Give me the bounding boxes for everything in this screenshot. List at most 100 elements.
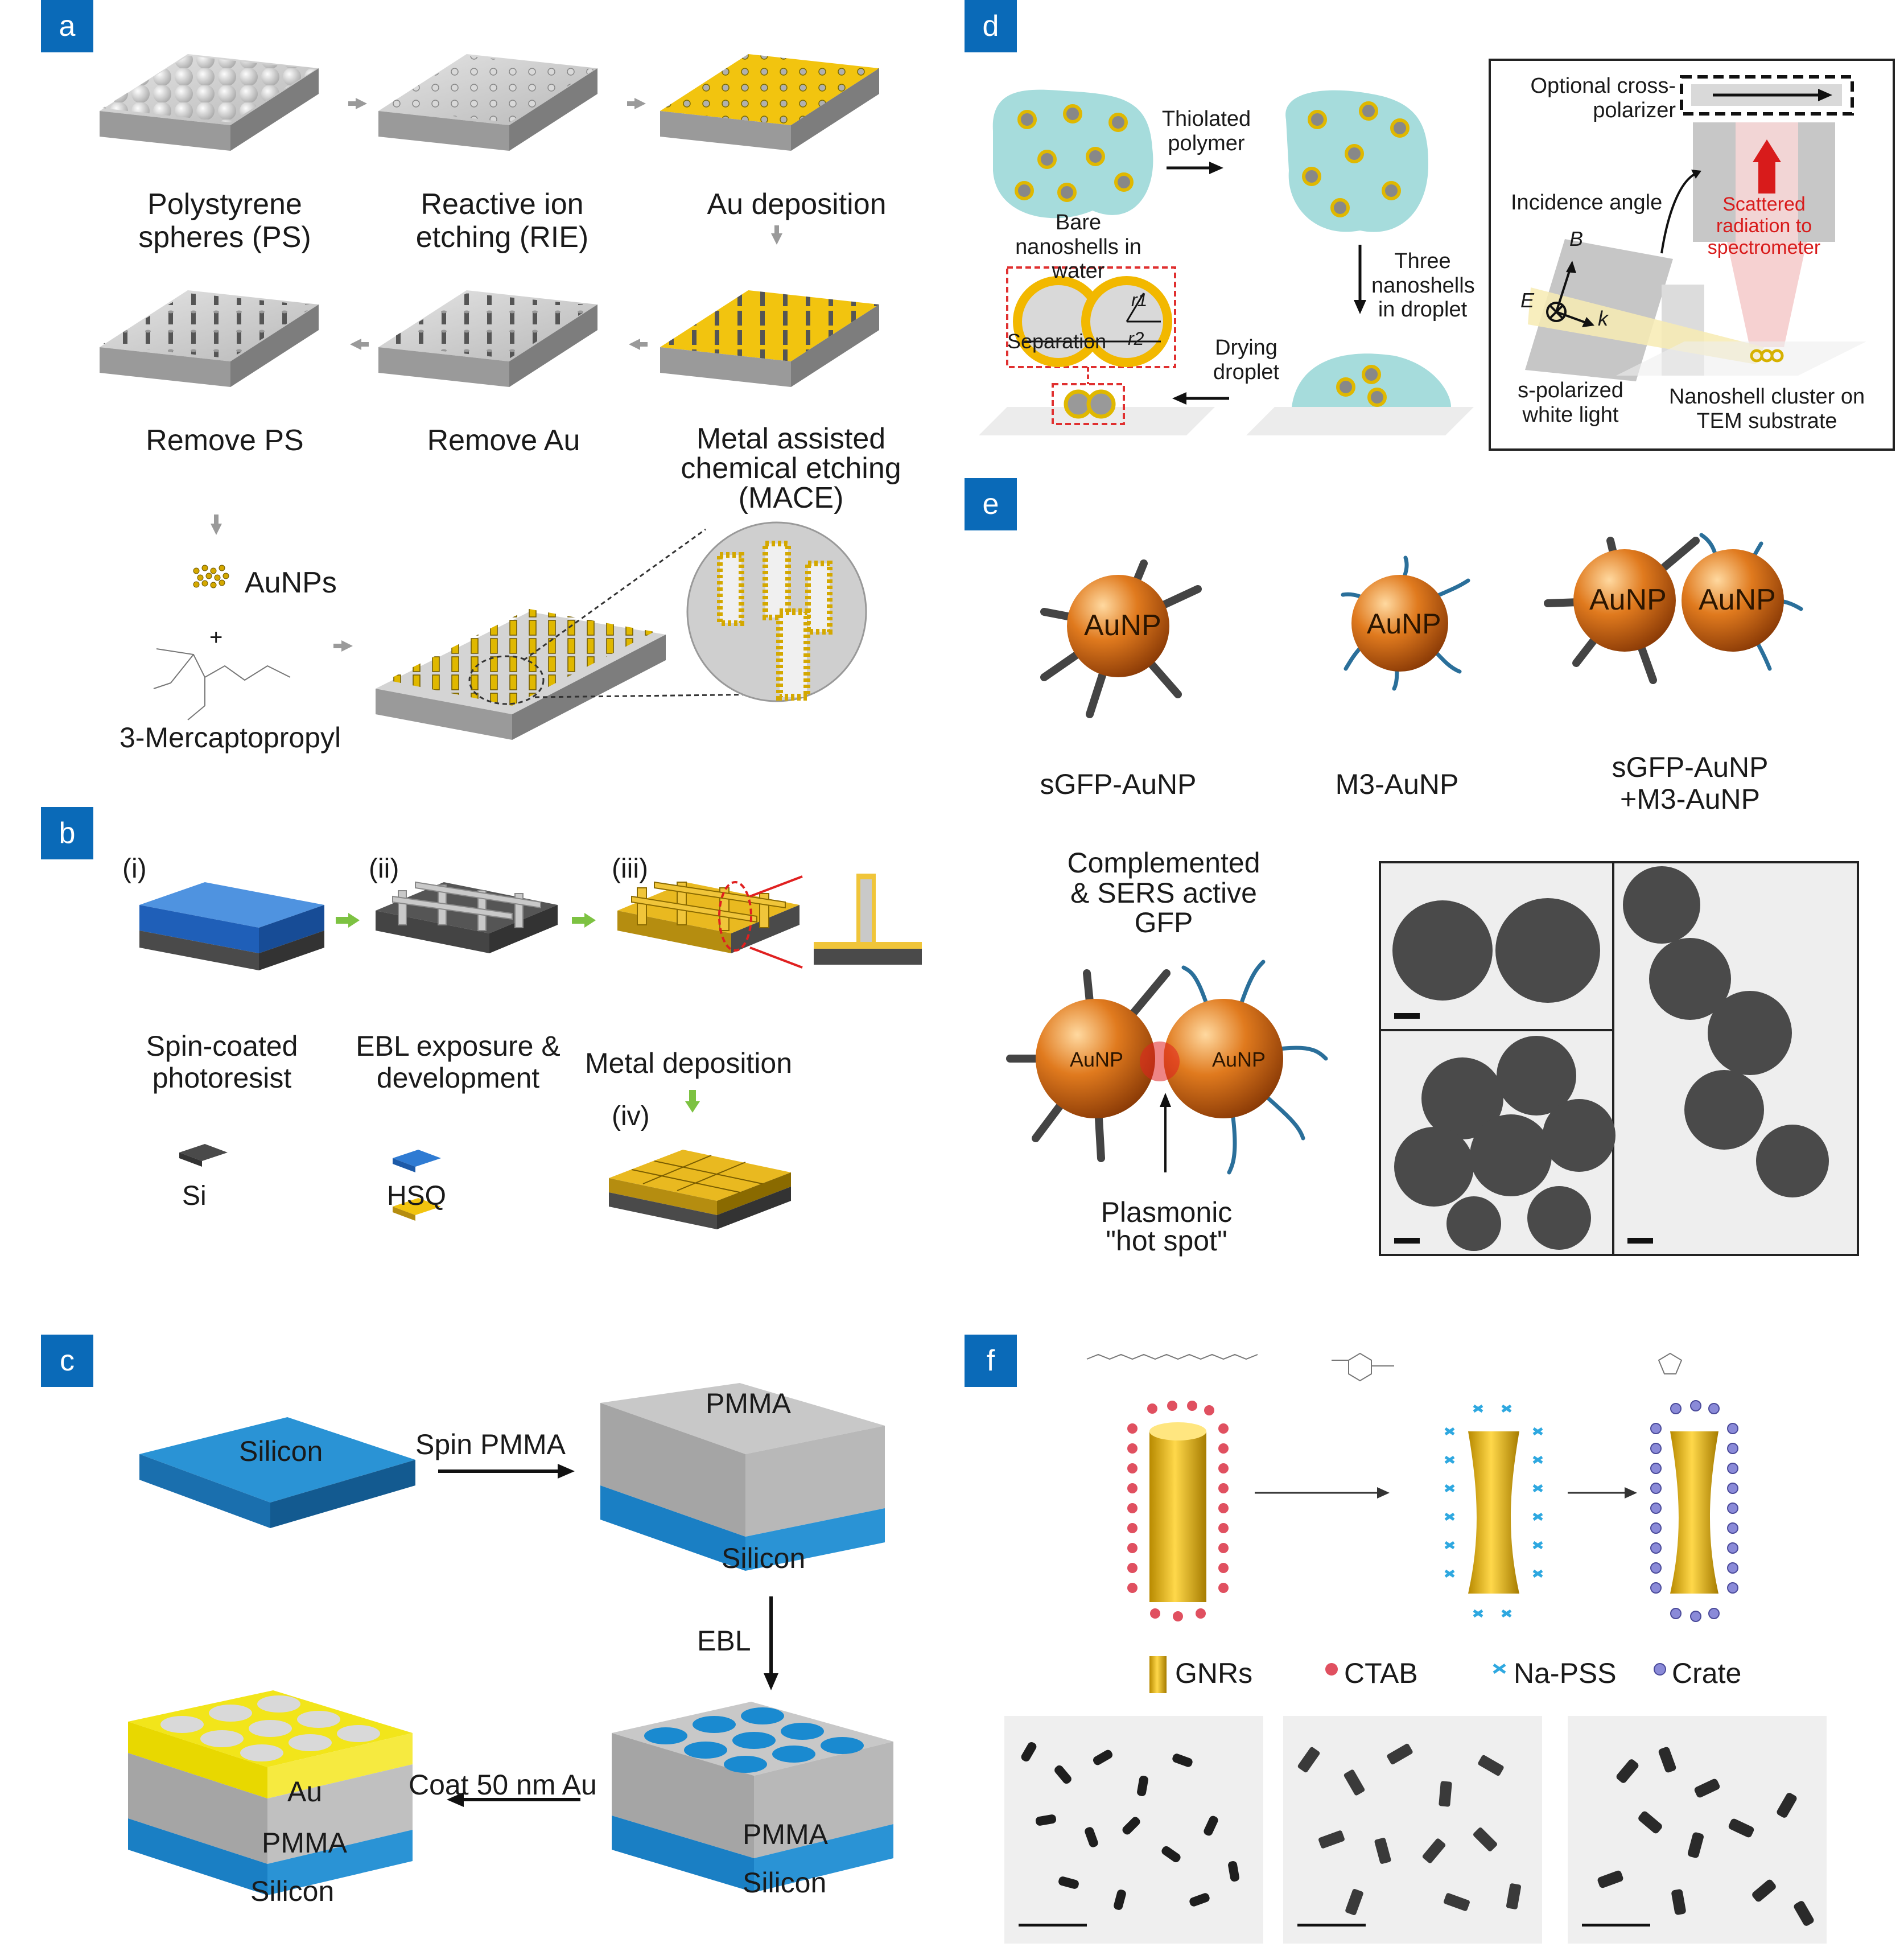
d-thiolated-polymer: Thiolated polymer [1161,107,1251,155]
e-sphere-text-2: AuNP [1367,608,1441,640]
block-metal [617,874,922,969]
step-iv: (iv) [612,1101,650,1131]
caption-metal-deposition: Metal deposition [584,1047,793,1079]
e-label-dimer: sGFP-AuNP +M3-AuNP [1612,751,1769,815]
legend-squares-b [179,1144,441,1221]
slab-mace [660,290,879,387]
process-arrows-a [211,98,782,652]
d-s-polarized: s-polarized white light [1518,378,1623,427]
panel-d-badge: d [965,0,1017,52]
panel-e-graphics [1006,533,1859,1256]
d-r2: r2 [1128,328,1144,349]
f-legend-ctab: CTAB [1344,1657,1418,1689]
process-arrows-d [1167,162,1366,405]
d-scattered-radiation: Scattered radiation to spectrometer [1707,194,1821,259]
step-iii: (iii) [612,854,648,884]
step-ii: (ii) [369,854,399,884]
mercaptopropyl-structure [153,648,291,721]
legend-si: Si [182,1181,207,1211]
f-molecules [1086,1352,1683,1382]
d-b-field: B [1569,227,1584,250]
c-silicon-4: Silicon [250,1875,335,1907]
optical-setup [1489,59,1895,451]
panel-b-badge: b [41,807,93,859]
e-label-m3-aunp: M3-AuNP [1335,768,1459,800]
slab-aunp-pillars [376,528,769,740]
block-metal-grid [609,1150,791,1229]
label-au-deposition: Au deposition [707,188,887,221]
slab-remove-ps [100,290,319,387]
slab-ps-spheres [100,54,319,151]
block-ebl [376,881,558,953]
label-remove-au: Remove Au [427,424,580,457]
e-sphere-text-3: AuNP [1589,583,1667,616]
e-label-complemented: Complemented & SERS active GFP [1067,847,1260,938]
block-pmma-ebl [612,1702,893,1892]
c-silicon-3: Silicon [743,1867,827,1899]
zoom-circle-a [686,521,867,702]
step-i: (i) [122,854,147,884]
process-arrows-c [438,1464,778,1807]
panel-a-graphics [100,54,879,740]
e-label-hotspot: Plasmonic "hot spot" [1101,1196,1233,1257]
f-legend-gnrs: GNRs [1175,1657,1253,1689]
d-cross-polarizer: Optional cross-polarizer [1530,74,1676,122]
c-silicon-2: Silicon [722,1542,806,1574]
d-e-field: E [1520,289,1535,312]
d-bare-nanoshells: Bare nanoshells in water [1015,211,1141,283]
block-silicon [139,1417,415,1528]
c-arrow-spin-pmma: Spin PMMA [415,1429,566,1460]
panel-a: Polystyrene spheres (PS) Reactive ion et… [0,0,956,797]
blob-bare-nanoshells [992,89,1153,219]
d-separation: Separation [1007,330,1107,353]
rod-crate [1650,1400,1738,1622]
droplet-three-nanoshells [1246,353,1474,435]
d-incidence-angle: Incidence angle [1511,191,1663,215]
dried-cluster [979,266,1215,435]
panel-f-badge: f [965,1335,1017,1387]
slab-remove-au [378,290,597,387]
panel-b: (i) (ii) (iii) (iv) [0,797,956,1281]
label-rie: Reactive ion etching (RIE) [415,188,589,254]
c-arrow-coat-au: Coat 50 nm Au [409,1769,597,1801]
label-mace: Metal assisted chemical etching (MACE) [681,422,901,514]
dimer-aunp [1544,533,1803,684]
panel-d-graphics [979,59,1895,451]
d-nanoshell-cluster: Nanoshell cluster on TEM substrate [1668,385,1865,433]
d-three-nanoshells: Three nanoshells in droplet [1371,249,1475,322]
sgfp-aunp [1040,559,1202,718]
panel-f: GNRs CTAB Na-PSS Crate [962,1326,1904,1944]
label-ps: Polystyrene spheres (PS) [138,188,311,254]
panel-f-graphics [1004,1352,1827,1944]
c-arrow-ebl: EBL [697,1625,751,1657]
e-sphere-text-4: AuNP [1699,583,1776,616]
panel-e: AuNP AuNP AuNP AuNP AuNP AuNP sGFP-AuNP … [962,472,1904,1269]
legend-icons-f [1149,1656,1666,1693]
panel-a-badge: a [41,0,93,52]
panel-c-graphics [128,1383,893,1895]
label-aunps: AuNPs [245,566,337,599]
c-au-4: Au [287,1776,323,1808]
e-label-sgfp-aunp: sGFP-AuNP [1040,768,1197,800]
label-plus: + [209,625,223,650]
e-sphere-text-5: AuNP [1070,1048,1124,1071]
slab-au-deposition [660,54,879,151]
f-legend-na-pss: Na-PSS [1514,1657,1617,1689]
tem-images-e [1379,861,1859,1256]
e-sphere-text-6: AuNP [1212,1048,1266,1071]
aunps-cluster [193,565,229,588]
block-au-pmma-silicon [128,1690,413,1895]
legend-hsq: HSQ [387,1181,447,1211]
block-pmma-silicon [600,1383,885,1571]
panel-c: Silicon Spin PMMA PMMA Silicon EBL PMMA … [0,1326,956,1944]
rod-ctab [1127,1401,1229,1621]
blob-thiolated [1285,90,1428,232]
label-mercaptopropyl: 3-Mercaptopropyl [119,722,341,754]
m3-aunp [1341,555,1470,691]
process-arrows-b [336,913,700,1113]
panel-e-badge: e [965,478,1017,530]
complemented-dimer [1006,960,1328,1175]
d-drying-droplet: Drying droplet [1213,336,1280,384]
process-arrows-f [1255,1487,1637,1499]
e-sphere-text-1: AuNP [1084,609,1161,642]
